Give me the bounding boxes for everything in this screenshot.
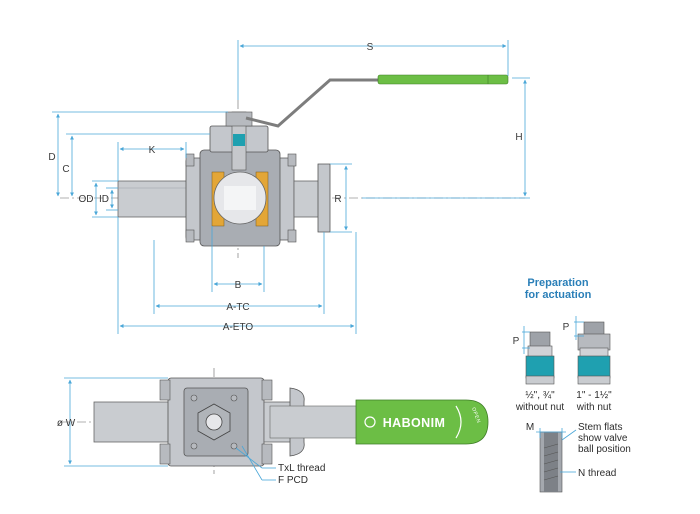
dim-b: B: [235, 280, 242, 291]
n-thread: N thread: [578, 468, 616, 479]
txl-thread-label: TxL thread: [278, 463, 325, 474]
plan-view: HABONIM OPEN ø W: [57, 368, 489, 481]
preparation-panel: Preparation for actuation P ½", ¾" witho…: [513, 277, 631, 493]
dim-m: M: [526, 422, 534, 433]
dim-r: R: [334, 194, 341, 205]
dimension-lines: S H D C OD ID K R: [48, 40, 530, 334]
brand-logo-text: HABONIM: [383, 416, 446, 430]
open-label: OPEN: [470, 407, 481, 425]
dim-w: ø W: [57, 418, 76, 429]
body-bolts: [185, 153, 297, 243]
dim-a-tc: A-TC: [226, 302, 249, 313]
handle-arm: [245, 78, 490, 128]
left-size: ½", ¾": [525, 390, 555, 401]
plan-bolts: [159, 379, 273, 465]
stem-without-nut: P: [513, 326, 555, 385]
dim-h: H: [515, 132, 522, 143]
left-caption: without nut: [515, 402, 565, 413]
dim-d: D: [48, 152, 55, 163]
right-caption: with nut: [576, 402, 612, 413]
dim-c: C: [62, 164, 69, 175]
dim-k: K: [149, 145, 156, 156]
f-pcd-label: F PCD: [278, 475, 308, 486]
right-size: 1" - 1½": [576, 390, 612, 401]
dim-s: S: [367, 42, 374, 53]
prep-title-2: for actuation: [525, 289, 592, 301]
stem-flats-line1: Stem flats: [578, 422, 622, 433]
stem-flats-line3: ball position: [578, 444, 631, 455]
dim-p-left: P: [513, 336, 520, 347]
dim-a-eto: A-ETO: [223, 322, 254, 333]
stem-flats-line2: show valve: [578, 433, 628, 444]
dim-od: OD: [79, 194, 94, 205]
plan-handle-grip: [355, 399, 489, 445]
prep-title-1: Preparation: [527, 277, 588, 289]
dim-p-right: P: [563, 322, 570, 333]
stem-flats-detail: [536, 428, 577, 493]
dim-id: ID: [99, 194, 109, 205]
handle-grip: [377, 74, 509, 85]
stem-with-nut: P: [563, 316, 611, 385]
section-view: [60, 74, 525, 258]
